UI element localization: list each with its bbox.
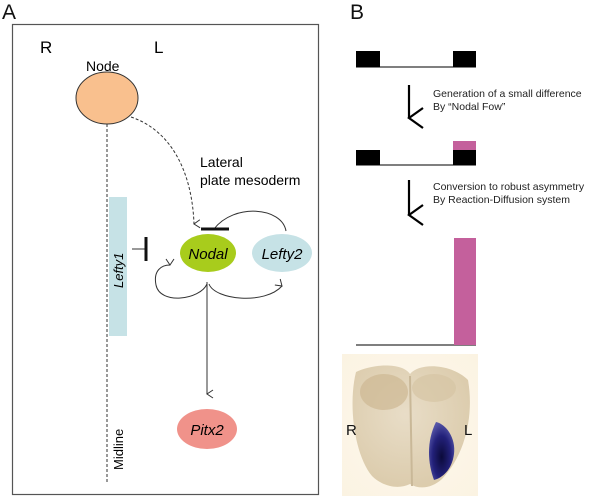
left-side-label: L	[154, 38, 163, 57]
panel-b-schematic: Generation of a small difference By “Nod…	[356, 51, 585, 346]
stage1-left-block	[453, 51, 476, 67]
pitx2-ellipse	[177, 409, 237, 449]
lefty1-domain	[109, 197, 127, 336]
nodal-flow-arrow	[130, 116, 201, 229]
stage2-left-extra	[453, 141, 476, 150]
node-ellipse	[75, 71, 139, 125]
lefty2-inhibit-line	[213, 210, 287, 232]
stage-initial	[356, 51, 476, 68]
right-side-label: R	[40, 38, 52, 57]
nodal-autoactivation-arrow	[154, 258, 208, 299]
stage1-right-block	[356, 51, 380, 67]
lpm-label-line1: Lateral	[200, 154, 243, 170]
panel-a-diagram: R L Node Lefty1 Midline Lateral plate me…	[11, 23, 320, 496]
step1-caption-line1: Generation of a small difference	[433, 88, 582, 100]
stage3-left-bar	[454, 238, 476, 345]
nodal-ellipse	[180, 234, 236, 272]
lefty2-label: Lefty2	[262, 246, 304, 263]
panel-b-letter: B	[350, 1, 365, 24]
pitx2-label: Pitx2	[190, 422, 224, 439]
stage2-left-block	[453, 150, 476, 165]
stage-robust-asymmetry	[356, 238, 476, 346]
stage2-right-block	[356, 150, 380, 165]
stage-small-difference	[356, 141, 476, 166]
step2-caption-line1: Conversion to robust asymmetry	[433, 181, 585, 193]
panel-a-letter: A	[2, 1, 17, 24]
embryo-photo: R L	[342, 354, 478, 496]
lpm-label-line2: plate mesoderm	[200, 172, 300, 188]
nodal-label: Nodal	[188, 246, 228, 263]
node-label: Node	[86, 58, 120, 74]
panel-a-frame	[11, 23, 320, 496]
lefty1-label: Lefty1	[111, 253, 126, 288]
pitx2-stain	[429, 422, 455, 480]
step1-caption-line2: By “Nodal Fow”	[433, 101, 506, 113]
midline-label: Midline	[111, 429, 126, 470]
embryo-left-label: L	[464, 422, 472, 439]
lefty2-ellipse	[252, 234, 312, 272]
nodal-to-lefty2-arrow	[208, 278, 283, 299]
embryo-right-label: R	[346, 422, 357, 439]
step2-caption-line2: By Reaction-Diffusion system	[433, 194, 570, 206]
